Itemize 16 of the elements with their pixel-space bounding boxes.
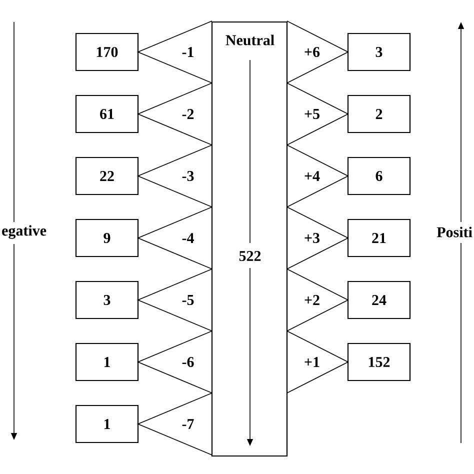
axis-label: egative bbox=[2, 225, 46, 239]
axis-label: Positi bbox=[436, 226, 472, 238]
count-box: 21 bbox=[347, 218, 411, 258]
count-label: 522 bbox=[239, 250, 261, 262]
count-box: 1 bbox=[75, 404, 139, 444]
count-box: 3 bbox=[347, 32, 411, 72]
count-box: 3 bbox=[75, 280, 139, 320]
count-box: 170 bbox=[75, 32, 139, 72]
count-box: 152 bbox=[347, 342, 411, 382]
count-box: 24 bbox=[347, 280, 411, 320]
count-box: 6 bbox=[347, 156, 411, 196]
count-box: 1 bbox=[75, 342, 139, 382]
count-box: 22 bbox=[75, 156, 139, 196]
count-box: 9 bbox=[75, 218, 139, 258]
count-box: 61 bbox=[75, 94, 139, 134]
count-box: 2 bbox=[347, 94, 411, 134]
